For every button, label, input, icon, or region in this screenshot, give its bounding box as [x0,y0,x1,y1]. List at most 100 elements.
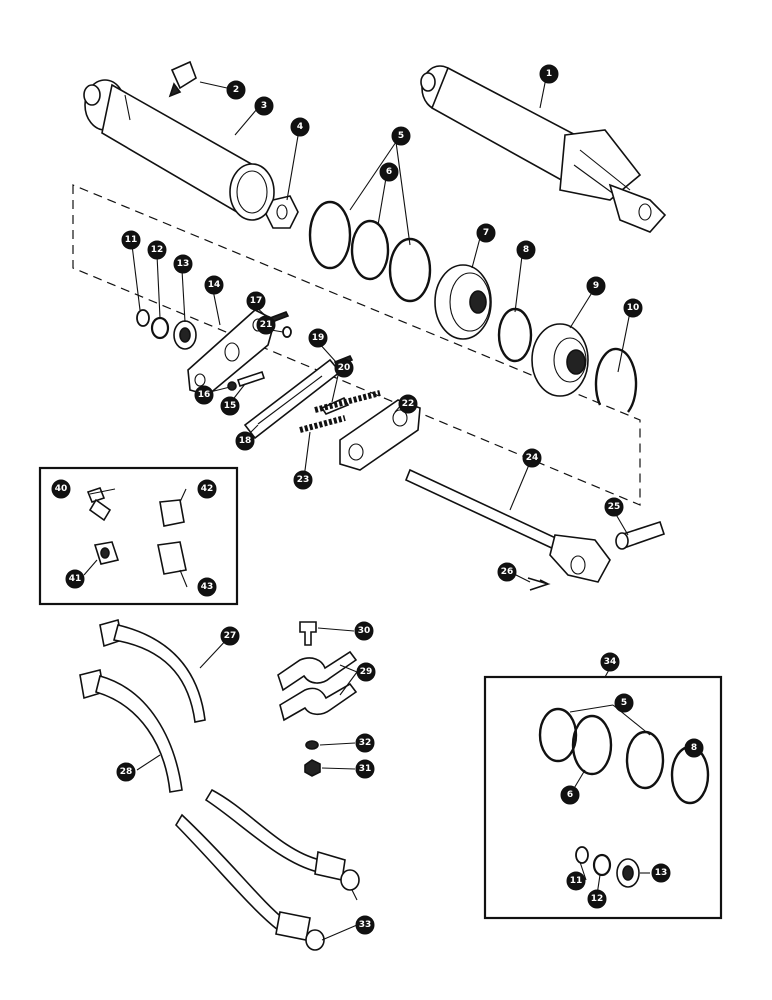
callout-30: 30 [354,621,374,641]
callout-6: 6 [379,162,399,182]
svg-text:33: 33 [359,920,372,930]
callout-9: 9 [586,276,606,296]
callout-33: 33 [355,915,375,935]
fitting-part [93,541,120,565]
callout-4: 4 [290,117,310,137]
callout-8: 8 [516,240,536,260]
kit-callout-8: 8 [684,738,704,758]
callout-27: 27 [220,626,240,646]
callouts: 1 2 3 4 5 6 7 8 9 10 11 12 13 14 15 16 1… [51,64,704,935]
seal-kit-box [483,675,723,920]
kit-callout-6: 6 [560,785,580,805]
assembly-boundary-dashed [72,184,641,506]
callout-7: 7 [476,223,496,243]
springs-part [299,390,381,433]
svg-text:5: 5 [621,698,627,708]
clevis-pin-part [615,520,666,550]
callout-28: 28 [116,762,136,782]
backup-ring-part [625,730,665,790]
svg-text:10: 10 [627,303,640,313]
fitting-part [157,541,187,575]
svg-text:2: 2 [233,85,239,95]
callout-17: 17 [246,291,266,311]
svg-text:16: 16 [198,390,211,400]
callout-22: 22 [398,394,418,414]
piston-rod-part [404,468,611,583]
callout-34: 34 [600,652,620,672]
nut-part [227,381,237,391]
callout-2: 2 [226,80,246,100]
svg-text:8: 8 [691,743,697,753]
lock-washer-part [305,740,319,750]
svg-text:15: 15 [224,401,237,411]
callout-32: 32 [355,733,375,753]
callout-43: 43 [197,577,217,597]
svg-text:20: 20 [338,363,351,373]
svg-text:29: 29 [360,667,373,677]
callout-29: 29 [356,662,376,682]
callout-3: 3 [254,96,274,116]
callout-11: 11 [121,230,141,250]
o-ring-part [571,714,613,776]
washer-part [592,853,612,877]
cotter-pin-part [527,577,551,591]
callout-16: 16 [194,385,214,405]
callout-23: 23 [293,470,313,490]
seal-part [616,858,640,888]
svg-text:8: 8 [523,245,529,255]
kit-callout-13: 13 [651,863,671,883]
svg-text:12: 12 [151,245,164,255]
svg-text:34: 34 [604,657,617,667]
snap-ring-part [594,347,638,413]
backup-ring-part [308,200,352,270]
callout-1: 1 [539,64,559,84]
callout-10: 10 [623,298,643,318]
callout-15: 15 [220,396,240,416]
svg-text:26: 26 [501,567,514,577]
svg-text:6: 6 [386,167,392,177]
washer-part [575,846,589,864]
callout-24: 24 [522,448,542,468]
svg-text:27: 27 [224,631,237,641]
callout-25: 25 [604,497,624,517]
fitting-part [86,487,112,522]
svg-text:19: 19 [312,333,325,343]
svg-text:7: 7 [483,228,489,238]
svg-text:43: 43 [201,582,214,592]
nut-part [265,195,299,229]
clevis-block-part [339,399,421,471]
svg-text:42: 42 [201,484,214,494]
callout-41: 41 [65,569,85,589]
hose-part [204,788,360,891]
svg-text:17: 17 [250,296,263,306]
hose-part [99,618,206,723]
kit-callout-12: 12 [587,889,607,909]
callout-21: 21 [256,315,276,335]
callout-18: 18 [235,431,255,451]
callout-5: 5 [391,126,411,146]
hose-part [174,813,325,951]
svg-text:28: 28 [120,767,133,777]
fittings-box [38,466,239,606]
svg-text:32: 32 [359,738,372,748]
svg-text:22: 22 [402,399,415,409]
piston-part [434,264,492,340]
svg-text:13: 13 [177,259,190,269]
hose-part [79,669,183,793]
svg-text:11: 11 [570,876,583,886]
svg-text:1: 1 [546,69,552,79]
kit-callout-11: 11 [566,871,586,891]
svg-text:9: 9 [593,281,599,291]
callout-13: 13 [173,254,193,274]
svg-text:11: 11 [125,235,138,245]
bolt-part [299,621,317,646]
o-ring-part [497,307,533,363]
svg-text:3: 3 [261,101,267,111]
svg-text:40: 40 [55,484,68,494]
backup-ring-part [388,237,432,303]
kit-callout-5: 5 [614,693,634,713]
callout-40: 40 [51,479,71,499]
leader-lines [83,77,690,941]
link-plate-part [243,358,342,440]
svg-text:13: 13 [655,868,668,878]
